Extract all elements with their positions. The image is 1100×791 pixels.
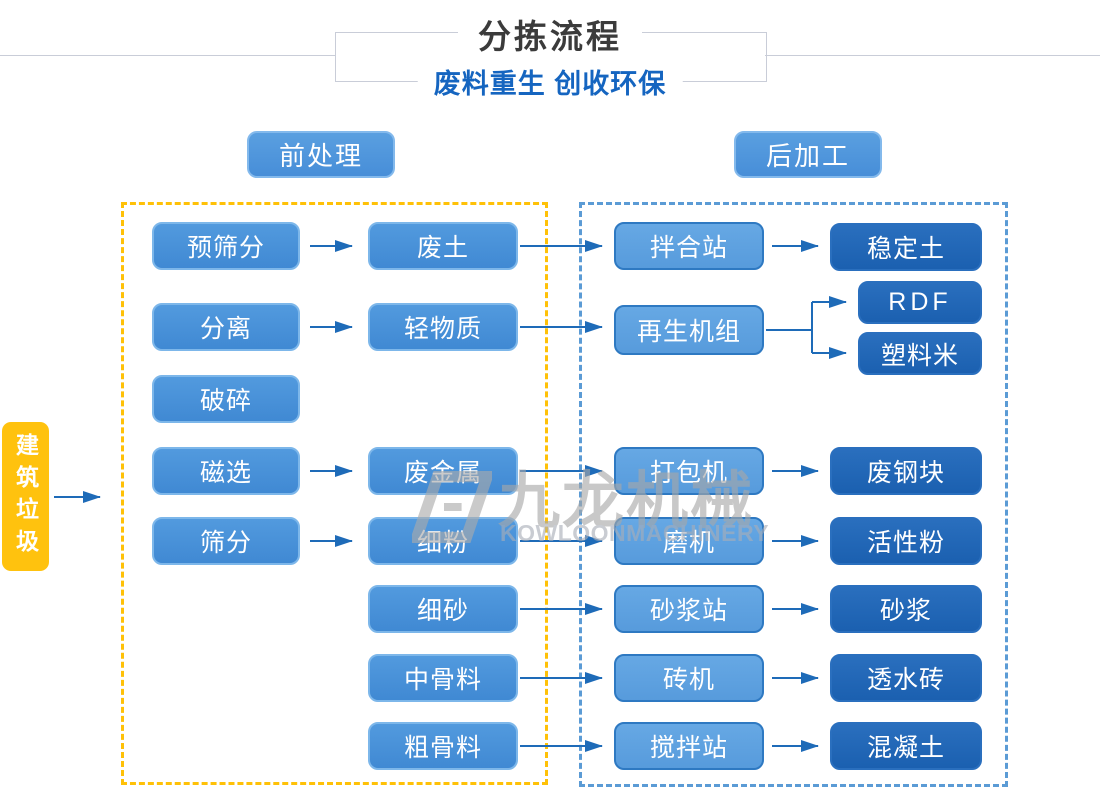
node-coarse-aggregate: 粗骨料 — [368, 722, 518, 770]
node-scrap-metal: 废金属 — [368, 447, 518, 495]
node-magnetic-separation: 磁选 — [152, 447, 300, 495]
node-scrap-steel: 废钢块 — [830, 447, 982, 495]
node-construction-waste: 建筑垃圾 — [2, 422, 49, 571]
post-processing-header: 后加工 — [734, 131, 882, 178]
page-subtitle: 废料重生 创收环保 — [417, 62, 683, 101]
pre-processing-region — [121, 202, 548, 785]
title-rule-right — [765, 55, 1100, 56]
title-rule-left — [0, 55, 335, 56]
node-screening: 筛分 — [152, 517, 300, 565]
node-waste-soil: 废土 — [368, 222, 518, 270]
node-separation: 分离 — [152, 303, 300, 351]
node-recycling-unit: 再生机组 — [614, 305, 764, 355]
node-fine-sand: 细砂 — [368, 585, 518, 633]
node-permeable-brick: 透水砖 — [830, 654, 982, 702]
node-mixing-plant: 拌合站 — [614, 222, 764, 270]
page-title: 分拣流程 — [458, 10, 642, 58]
node-brick-machine: 砖机 — [614, 654, 764, 702]
node-mill: 磨机 — [614, 517, 764, 565]
node-fine-powder: 细粉 — [368, 517, 518, 565]
pre-processing-header: 前处理 — [247, 131, 395, 178]
node-mortar-plant: 砂浆站 — [614, 585, 764, 633]
node-active-powder: 活性粉 — [830, 517, 982, 565]
node-pre-screening: 预筛分 — [152, 222, 300, 270]
post-processing-region — [579, 202, 1008, 787]
node-rdf: RDF — [858, 281, 982, 324]
node-concrete: 混凝土 — [830, 722, 982, 770]
node-concrete-mixing-plant: 搅拌站 — [614, 722, 764, 770]
node-light-material: 轻物质 — [368, 303, 518, 351]
node-plastic-pellets: 塑料米 — [858, 332, 982, 375]
node-mortar: 砂浆 — [830, 585, 982, 633]
node-baler: 打包机 — [614, 447, 764, 495]
node-medium-aggregate: 中骨料 — [368, 654, 518, 702]
node-stabilized-soil: 稳定土 — [830, 223, 982, 271]
node-crushing: 破碎 — [152, 375, 300, 423]
